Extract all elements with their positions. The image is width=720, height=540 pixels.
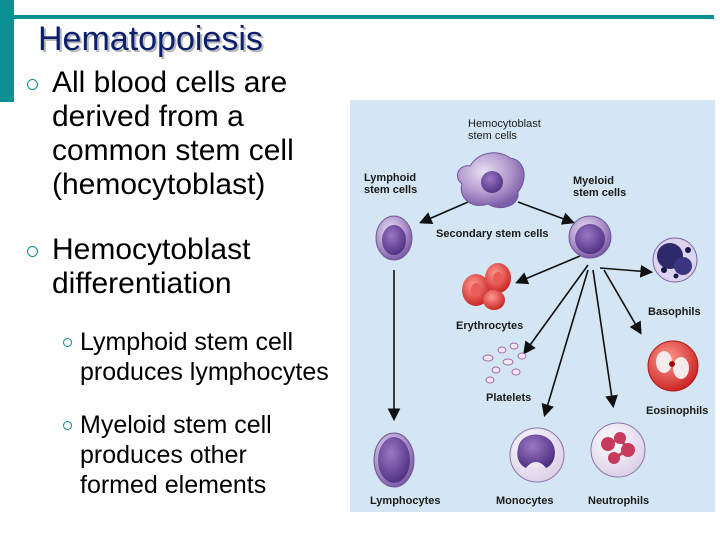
- sub-bullet-2-line-1: Myeloid stem cell: [80, 411, 272, 439]
- lymphoid-stem-cell-icon: [375, 215, 413, 261]
- label-basophils: Basophils: [648, 306, 701, 318]
- label-hemocytoblast-line-2: stem cells: [468, 130, 517, 142]
- label-secondary-stem-cells: Secondary stem cells: [436, 228, 549, 240]
- label-myeloid-stem-cells: Myeloid stem cells: [573, 175, 626, 199]
- label-eosinophils: Eosinophils: [646, 405, 709, 417]
- bullet-icon: [27, 79, 38, 90]
- hematopoiesis-diagram: Hemocytoblast stem cells Lymphoid stem c…: [350, 100, 715, 512]
- sub-bullet-2-line-2: produces other: [80, 441, 247, 469]
- sub-bullet-icon: [63, 338, 72, 347]
- label-lymphocytes: Lymphocytes: [370, 495, 441, 507]
- platelet-cell-icon: [482, 342, 527, 384]
- label-lymphoid-line-1: Lymphoid: [364, 172, 417, 184]
- label-myeloid-line-1: Myeloid: [573, 175, 614, 187]
- bullet-icon: [27, 246, 38, 257]
- label-monocytes: Monocytes: [496, 495, 554, 507]
- accent-bar: [0, 0, 14, 102]
- bullet-1-line-3: common stem cell: [52, 134, 294, 167]
- label-hemocytoblast: Hemocytoblast stem cells: [468, 118, 541, 142]
- label-platelets: Platelets: [486, 392, 532, 404]
- monocyte-cell-icon: [509, 427, 565, 483]
- label-erythrocytes: Erythrocytes: [456, 320, 524, 332]
- accent-line: [14, 15, 714, 19]
- bullet-2: Hemocytoblast differentiation: [27, 233, 251, 301]
- label-myeloid-line-2: stem cells: [573, 187, 627, 199]
- basophil-cell-icon: [652, 237, 698, 283]
- eosinophil-cell-icon: [647, 340, 699, 392]
- bullet-1-line-1: All blood cells are: [52, 66, 288, 99]
- sub-bullet-2: Myeloid stem cell produces other formed …: [63, 410, 272, 500]
- hemocytoblast-cell-icon: [457, 152, 525, 208]
- label-neutrophils: Neutrophils: [588, 495, 650, 507]
- erythrocyte-cell-icon: [462, 263, 511, 310]
- bullet-2-line-2: differentiation: [52, 267, 232, 300]
- slide-title: Hematopoiesis: [38, 20, 263, 58]
- sub-bullet-1-line-1: Lymphoid stem cell: [80, 328, 294, 356]
- diagram-arrows: [387, 201, 654, 422]
- sub-bullet-icon: [63, 421, 72, 430]
- diagram-graphics: [373, 152, 699, 488]
- lymphocyte-cell-icon: [373, 432, 415, 488]
- myeloid-stem-cell-icon: [568, 215, 612, 259]
- label-lymphoid-line-2: stem cells: [364, 184, 418, 196]
- neutrophil-cell-icon: [590, 422, 646, 478]
- label-lymphoid-stem-cells: Lymphoid stem cells: [364, 172, 417, 196]
- bullet-2-line-1: Hemocytoblast: [52, 233, 251, 266]
- label-hemocytoblast-line-1: Hemocytoblast: [468, 118, 541, 130]
- bullet-1-line-2: derived from a: [52, 100, 244, 133]
- sub-bullet-1-line-2: produces lymphocytes: [80, 358, 329, 386]
- bullet-1: All blood cells are derived from a commo…: [27, 66, 294, 202]
- sub-bullet-1: Lymphoid stem cell produces lymphocytes: [63, 327, 329, 387]
- sub-bullet-2-line-3: formed elements: [80, 471, 267, 499]
- bullet-1-line-4: (hemocytoblast): [52, 168, 266, 201]
